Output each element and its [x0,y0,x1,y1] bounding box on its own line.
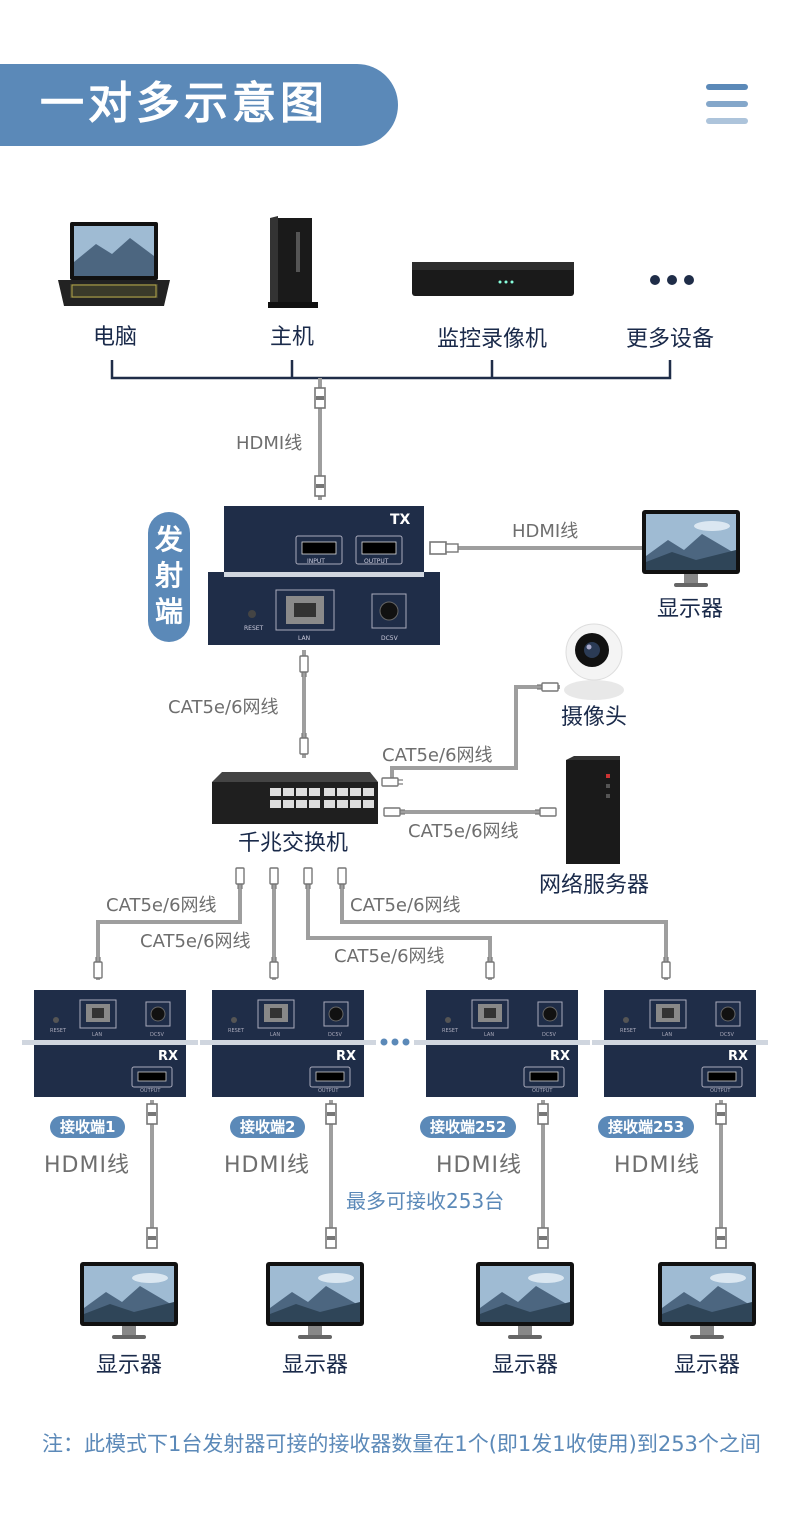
camera-cable-label: CAT5e/6网线 [382,745,493,766]
svg-text:TX: TX [390,512,411,528]
more-devices-label: 更多设备 [625,327,714,352]
page-title: 一对多示意图 [40,78,328,129]
svg-text:RESET: RESET [244,625,264,632]
receiver-253-device [591,989,769,1098]
menu-icon[interactable] [700,80,754,132]
receiver-2-hdmi-label: HDMI线 [224,1153,310,1178]
svg-text:INPUT: INPUT [307,558,325,565]
switch-label: 千兆交换机 [237,831,348,856]
receiver-2-device [199,989,377,1098]
transmitter-badge [148,512,190,642]
receiver-2-monitor-label: 显示器 [281,1353,348,1378]
svg-text:DC5V: DC5V [381,635,399,642]
receiver-1-device [21,989,199,1098]
server-icon [566,756,620,864]
max-receivers-note: 最多可接收253台 [346,1189,505,1213]
ellipsis-icon [380,1038,410,1046]
hdmi-output-cable-label: HDMI线 [512,521,579,542]
server-label: 网络服务器 [538,873,649,898]
host-label: 主机 [269,325,314,350]
receiver-2-cable-label: CAT5e/6网线 [140,931,251,952]
nvr-icon [412,262,574,296]
receiver-2-badge: 接收端2 [230,1116,306,1138]
receiver-253-badge: 接收端253 [598,1116,695,1138]
server-cable-label: CAT5e/6网线 [408,821,519,842]
receiver-252-hdmi-label: HDMI线 [436,1153,522,1178]
transmitter-device: TX INPUT OUTPUT RESET LAN DC5V [208,506,440,645]
receiver-252-device [413,989,591,1098]
hdmi-input-cable-label: HDMI线 [236,433,303,454]
receiver-2-monitor-icon [266,1262,364,1339]
switch-server-cable [383,807,557,817]
camera-label: 摄像头 [560,705,627,730]
tx-switch-cable [299,650,309,758]
desktop-host-icon [268,216,318,308]
receiver-hdmi-cables [146,1100,727,1249]
svg-text:OUTPUT: OUTPUT [364,558,389,565]
receiver-253-monitor-label: 显示器 [673,1353,740,1378]
more-devices-icon [650,275,694,285]
receiver-252-cable-label: CAT5e/6网线 [334,946,445,967]
receiver-1-badge: 接收端1 [50,1116,126,1138]
receiver-1-monitor-label: 显示器 [95,1353,162,1378]
tx-monitor-label: 显示器 [656,597,723,622]
transmitter-label: 发射端 [154,523,183,628]
hdmi-input-cable [314,378,326,500]
svg-text:LAN: LAN [298,635,310,642]
title-banner [0,64,398,146]
laptop-label: 电脑 [92,325,137,350]
receiver-253-hdmi-label: HDMI线 [614,1153,700,1178]
receiver-1-monitor-icon [80,1262,178,1339]
tx-switch-cable-label: CAT5e/6网线 [168,697,279,718]
source-bracket [110,360,672,380]
tx-monitor-icon [642,510,740,587]
receiver-253-cable-label: CAT5e/6网线 [350,895,461,916]
receiver-253-monitor-icon [658,1262,756,1339]
switch-icon [212,772,378,824]
nvr-label: 监控录像机 [436,327,547,352]
footnote: 注：此模式下1台发射器可接的接收器数量在1个(即1发1收使用)到253个之间 [42,1432,761,1456]
switch-camera-cable [381,682,560,787]
receiver-252-monitor-icon [476,1262,574,1339]
receiver-252-badge: 接收端252 [420,1116,517,1138]
receiver-1-hdmi-label: HDMI线 [44,1153,130,1178]
camera-icon [564,623,624,700]
receiver-1-cable-label: CAT5e/6网线 [106,895,217,916]
hdmi-output-cable [429,541,642,555]
laptop-icon [58,222,170,306]
receiver-252-monitor-label: 显示器 [491,1353,558,1378]
